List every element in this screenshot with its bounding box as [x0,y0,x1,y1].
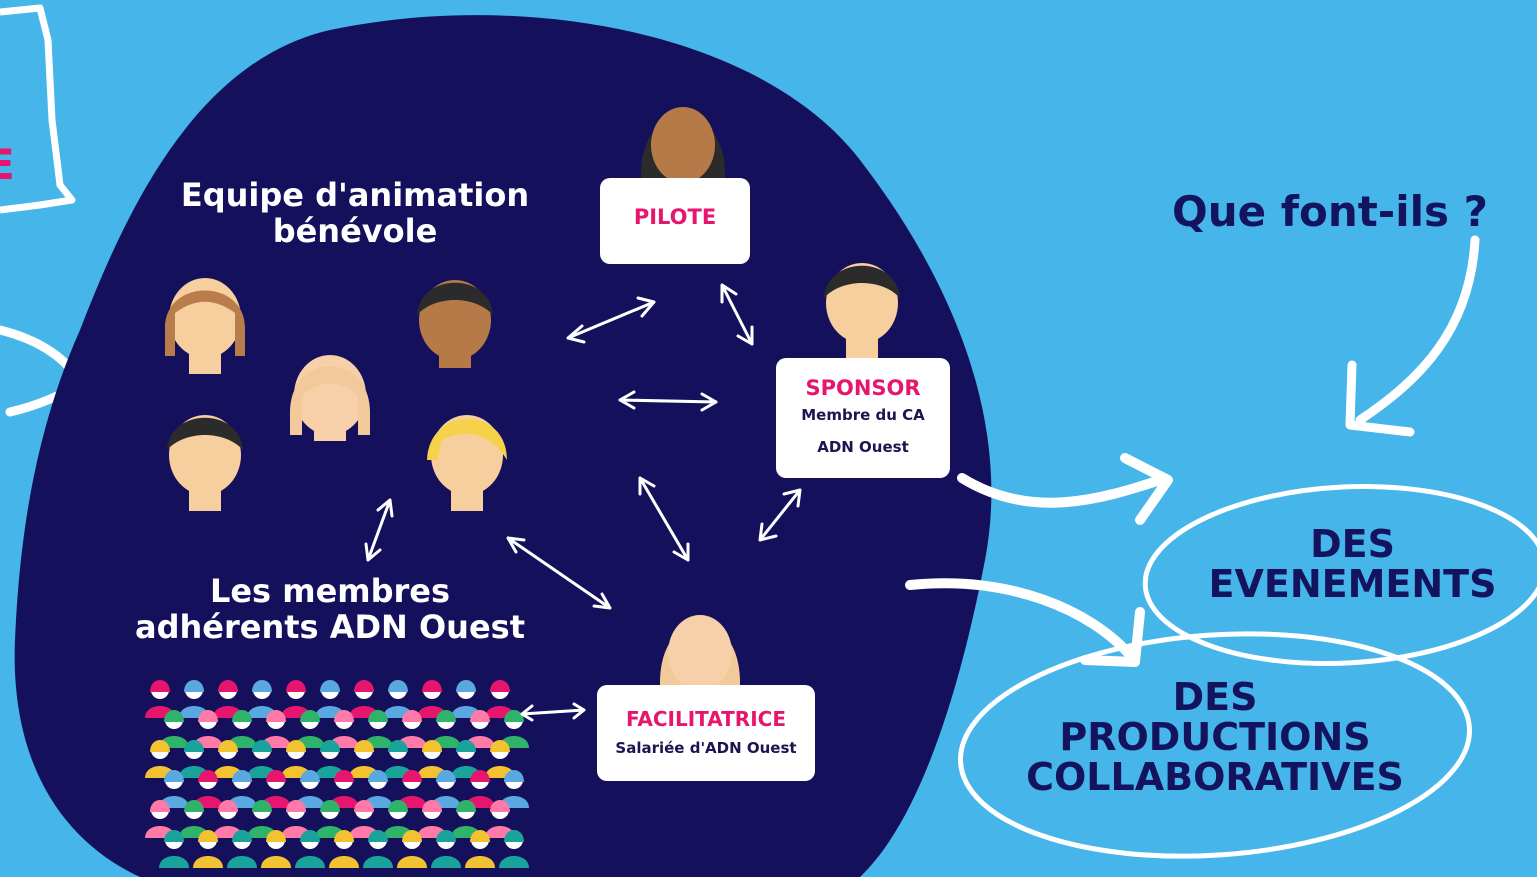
productions-output: DES PRODUCTIONS COLLABORATIVES [990,675,1440,799]
sponsor-card: SPONSOR Membre du CA ADN Ouest [776,358,950,478]
member-figure [499,710,529,748]
facilitatrice-card: FACILITATRICE Salariée d'ADN Ouest [597,685,815,781]
team-heading: Equipe d'animation bénévole [150,176,560,250]
pilote-title: PILOTE [633,205,717,229]
team-heading-line1: Equipe d'animation [180,176,530,214]
prod-line2: PRODUCTIONS [1059,714,1371,759]
member-figure [397,710,427,748]
volunteer-avatar-3 [417,280,493,368]
crowd-icon [145,680,529,868]
member-figure [281,680,311,718]
volunteer-avatar-2 [289,355,371,441]
member-figure [159,830,189,868]
member-figure [145,800,175,838]
facilitatrice-avatar [659,615,741,691]
member-figure [417,740,447,778]
member-figure [213,680,243,718]
members-heading: Les membres adhérents ADN Ouest [100,572,560,646]
member-figure [465,830,495,868]
output-ellipses [958,483,1537,859]
member-figure [281,800,311,838]
volunteer-avatar-1 [165,278,245,374]
sponsor-avatar [824,263,900,359]
events-line1: DES [1310,522,1395,566]
curved-arrow-icon [905,235,1480,667]
team-heading-line2: bénévole [272,211,438,250]
member-figure [213,800,243,838]
member-figure [363,830,393,868]
member-figure [383,800,413,838]
sponsor-sub2: ADN Ouest [817,438,909,456]
member-figure [499,830,529,868]
member-figure [431,830,461,868]
events-line2: EVENEMENTS [1208,561,1497,606]
member-figure [329,830,359,868]
member-figure [227,830,257,868]
member-figure [261,830,291,868]
member-figure [247,740,277,778]
pilote-avatar [640,107,726,183]
pilote-card: PILOTE [600,178,750,264]
prod-line1: DES [1172,675,1258,719]
member-figure [261,710,291,748]
question-heading: Que font-ils ? [1171,187,1489,236]
left-fragment-letter: E [0,140,15,189]
member-figure [295,830,325,868]
member-figure [397,830,427,868]
left-frame-fragment [0,4,86,417]
events-output: DES EVENEMENTS [1180,522,1525,606]
member-figure [363,770,393,808]
member-figure [417,680,447,718]
volunteer-avatar-5 [427,415,507,511]
member-figure [193,830,223,868]
members-heading-line2: adhérents ADN Ouest [134,607,525,646]
volunteer-avatar-4 [167,415,243,511]
prod-line3: COLLABORATIVES [1026,754,1404,799]
facilitatrice-title: FACILITATRICE [626,707,786,731]
sponsor-title: SPONSOR [805,376,921,400]
sponsor-sub1: Membre du CA [801,406,925,424]
member-figure [213,740,243,778]
facilitatrice-sub: Salariée d'ADN Ouest [615,739,797,757]
double-arrow-icon [364,283,802,722]
member-figure [349,800,379,838]
member-figure [159,710,189,748]
members-heading-line1: Les membres [209,572,451,610]
member-figure [397,770,427,808]
member-figure [227,770,257,808]
member-figure [485,740,515,778]
